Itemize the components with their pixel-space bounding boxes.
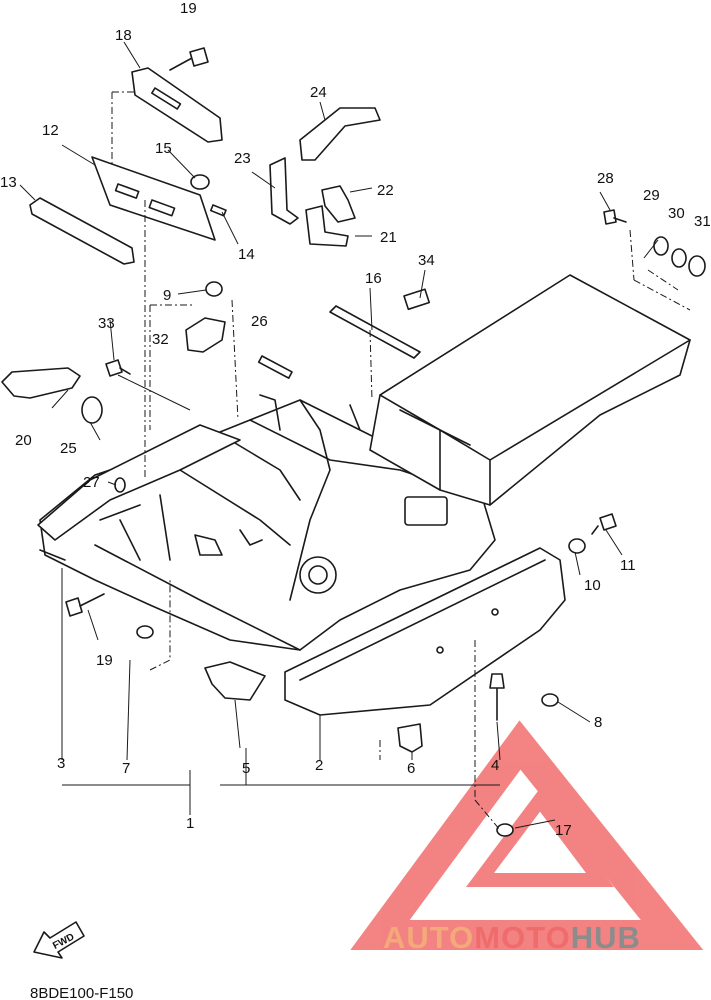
bracket-part-5 (204, 661, 266, 701)
side-rail-part-2 (284, 547, 566, 716)
grab-bar-part-24 (299, 107, 381, 161)
callout-31: 31 (694, 213, 711, 230)
callout-28: 28 (597, 170, 614, 187)
callout-23: 23 (234, 150, 251, 167)
callout-6: 6 (407, 760, 415, 777)
label-part-34 (403, 288, 431, 311)
callout-8: 8 (594, 714, 602, 731)
bolt-part-19-top (169, 47, 209, 71)
callout-18: 18 (115, 27, 132, 44)
bolt-part-19-lower (65, 593, 105, 617)
callout-16: 16 (365, 270, 382, 287)
bolt-part-11 (591, 513, 617, 535)
bolt-part-28 (603, 209, 627, 225)
callout-26: 26 (251, 313, 268, 330)
grommet-part-9 (205, 281, 223, 297)
callout-19-lower: 19 (96, 652, 113, 669)
grommet-part-15 (190, 174, 210, 190)
grommet-part-27 (114, 477, 126, 493)
callout-4: 4 (491, 757, 499, 774)
callout-30: 30 (668, 205, 685, 222)
bolt-part-33 (105, 359, 131, 377)
tail-rail-assembly (369, 274, 691, 506)
callout-15: 15 (155, 140, 172, 157)
callout-10: 10 (584, 577, 601, 594)
callout-3: 3 (57, 755, 65, 772)
watermark-part-hub: HUB (571, 920, 641, 955)
callout-2: 2 (315, 757, 323, 774)
watermark-part-auto: AUTO (383, 920, 474, 955)
svg-text:AUTOMOTOHUB: AUTOMOTOHUB (383, 920, 641, 955)
strap-part-23 (269, 157, 299, 225)
collar-part-10 (568, 538, 586, 554)
callout-12: 12 (42, 122, 59, 139)
cap-nut-part-31 (688, 255, 706, 277)
rod-part-16 (329, 305, 421, 359)
cover-part-20 (1, 367, 81, 399)
bar-part-13 (29, 197, 135, 265)
bracket-part-18 (131, 67, 223, 143)
strip-part-26 (257, 355, 293, 379)
bracket-part-22 (321, 185, 356, 223)
pin-part-4 (489, 673, 505, 721)
bracket-part-21 (305, 205, 349, 247)
dashed-reference-lines (111, 91, 691, 831)
clamp-part-6 (397, 723, 423, 753)
callout-11: 11 (620, 557, 636, 574)
callout-7: 7 (122, 760, 130, 777)
cap-part-7 (136, 625, 154, 639)
fwd-arrow-icon: FWD (33, 921, 85, 959)
callout-34: 34 (418, 252, 435, 269)
plug-part-8 (541, 693, 559, 707)
grommet-part-17 (496, 823, 514, 837)
nut-part-30 (671, 248, 687, 268)
watermark-part-moto: MOTO (474, 920, 570, 955)
diagram-code: 8BDE100-F150 (30, 985, 133, 1000)
callout-22: 22 (377, 182, 394, 199)
bracket-part-32 (185, 317, 226, 353)
callout-21: 21 (380, 229, 397, 246)
callout-13: 13 (0, 174, 17, 191)
callout-14: 14 (238, 246, 255, 263)
lower-frame-part-3 (37, 424, 241, 561)
callout-24: 24 (310, 84, 327, 101)
callout-labels: 19 18 24 12 15 23 13 22 28 29 30 31 21 1… (0, 0, 711, 839)
callout-9: 9 (163, 287, 171, 304)
callout-19-top: 19 (180, 0, 197, 17)
watermark-logo-icon (350, 720, 704, 950)
callout-25: 25 (60, 440, 77, 457)
callout-5: 5 (242, 760, 250, 777)
callout-20: 20 (15, 432, 32, 449)
callout-32: 32 (152, 331, 169, 348)
callout-17: 17 (555, 822, 572, 839)
plate-part-12 (91, 156, 216, 241)
watermark-text: AUTOMOTOHUB (383, 920, 641, 955)
callout-1: 1 (186, 815, 194, 832)
callout-27: 27 (83, 474, 100, 491)
leader-lines (19, 41, 659, 829)
callout-33: 33 (98, 315, 115, 332)
damper-part-25 (81, 396, 103, 424)
tab-part-14 (209, 204, 227, 217)
callout-29: 29 (643, 187, 660, 204)
washer-part-29 (653, 236, 669, 256)
